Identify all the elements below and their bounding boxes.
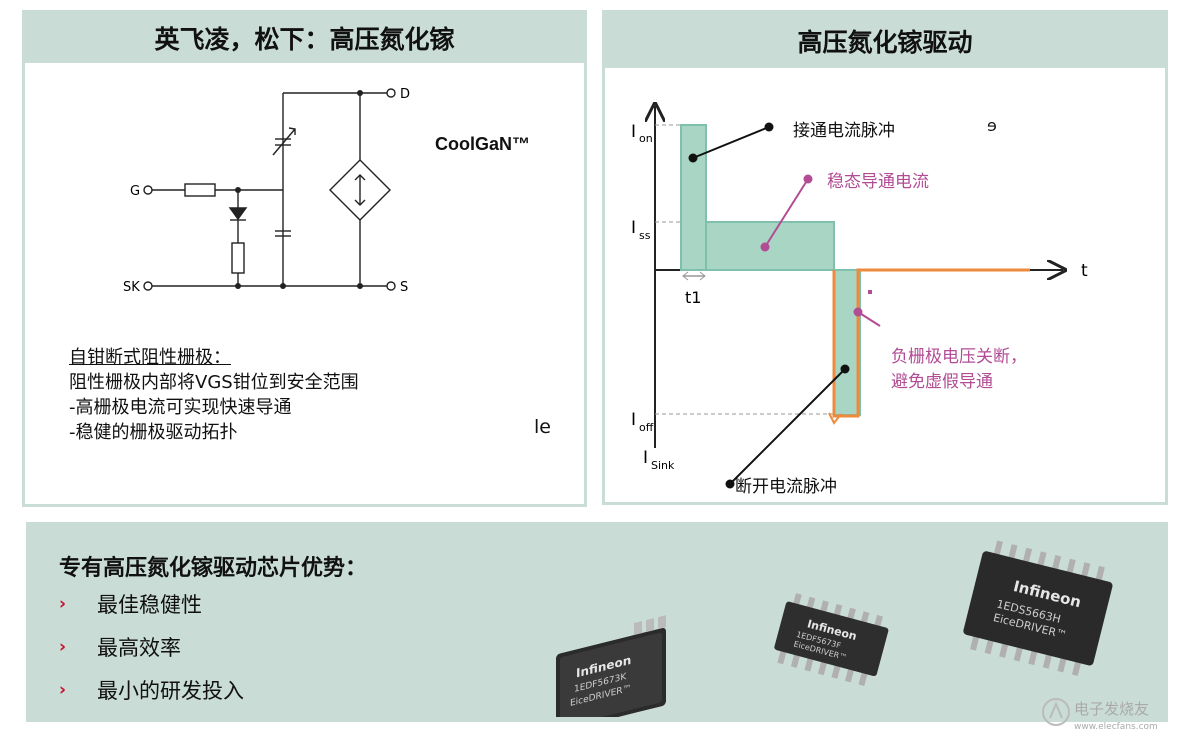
stray-char: ɘ (987, 116, 997, 135)
advantages-list: ›最佳稳健性 ›最高效率 ›最小的研发投入 (59, 582, 244, 711)
gan-circuit-schematic: D G SK S (123, 87, 410, 295)
turn-off-pulse (833, 269, 861, 416)
advantages-section: 专有高压氮化镓驱动芯片优势： ›最佳稳健性 ›最高效率 ›最小的研发投入 Inf… (26, 522, 1168, 722)
advantage-item: ›最高效率 (59, 635, 181, 660)
left-panel: 英飞凌，松下：高压氮化镓 (22, 10, 587, 507)
negative-gate-voltage (832, 268, 1030, 418)
chip-image-1edf5673k: Infineon 1EDF5673K EiceDRIVER™ (556, 615, 666, 717)
turn-on-pulse-label: 接通电流脉冲 (793, 121, 895, 141)
right-panel: 高压氮化镓驱动 (602, 10, 1168, 505)
ion-sub: on (639, 132, 653, 145)
turn-off-pulse-label: 断开电流脉冲 (735, 477, 837, 497)
iss-label: I (631, 218, 636, 238)
gate-line: -高栅极电流可实现快速导通 (69, 397, 292, 418)
watermark-url: www.elecfans.com (1074, 722, 1158, 732)
gate-line: -稳健的栅极驱动拓扑 (69, 422, 238, 443)
neg-gate-label-1: 负栅极电压关断， (891, 347, 1027, 367)
watermark-text: 电子发烧友 (1074, 700, 1149, 718)
advantage-item: ›最佳稳健性 (59, 592, 202, 617)
time-axis-label: t (1081, 261, 1088, 281)
right-panel-title: 高压氮化镓驱动 (605, 13, 1165, 68)
terminal-s-label: S (400, 280, 408, 295)
ion-label: I (631, 122, 636, 142)
chevron-right-icon: › (59, 593, 67, 614)
gate-title: 自钳断式阻性栅极： (69, 347, 231, 368)
steady-state-region (705, 221, 835, 271)
advantages-title: 专有高压氮化镓驱动芯片优势： (59, 556, 368, 581)
stray-text: le (534, 416, 551, 438)
neg-gate-label-2: 避免虚假导通 (891, 372, 993, 392)
chip-image-1edf5673f: Infineon 1EDF5673F EiceDRIVER™ (774, 593, 889, 686)
ioff-sub: off (639, 421, 654, 434)
chevron-right-icon: › (59, 679, 67, 700)
iss-sub: ss (639, 229, 651, 242)
gate-description: 自钳断式阻性栅极： 阻性栅极内部将VGS钳位到安全范围 -高栅极电流可实现快速导… (69, 345, 359, 445)
chip-image-1eds5663h: Infineon 1EDS5663H EiceDRIVER™ (963, 540, 1113, 677)
gate-line: 阻性栅极内部将VGS钳位到安全范围 (69, 372, 359, 393)
left-panel-title: 英飞凌，松下：高压氮化镓 (25, 13, 584, 63)
ioff-label: I (631, 410, 636, 430)
t1-label: t1 (685, 288, 701, 307)
isink-sub: Sink (651, 459, 675, 472)
terminal-d-label: D (400, 87, 410, 102)
gate-current-waveform: I on I ss I off I Sink t t1 接通电流脉冲 ɘ 稳态导… (631, 68, 1088, 497)
chevron-right-icon: › (59, 636, 67, 657)
coolgan-brand: CoolGaN™ (435, 134, 531, 154)
turn-on-pulse (680, 124, 707, 271)
terminal-g-label: G (130, 184, 140, 199)
isink-label: I (643, 448, 648, 468)
elecfans-watermark: 电子发烧友 www.elecfans.com (1042, 698, 1158, 732)
steady-on-label: 稳态导通电流 (827, 172, 929, 192)
terminal-sk-label: SK (123, 280, 140, 295)
advantage-item: ›最小的研发投入 (59, 678, 244, 703)
